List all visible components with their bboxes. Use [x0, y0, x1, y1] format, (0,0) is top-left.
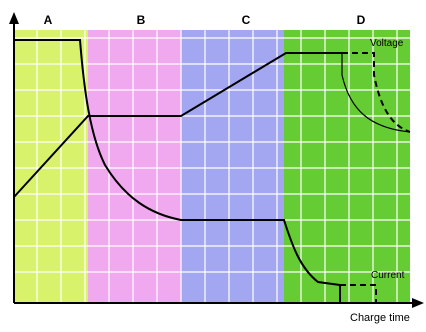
- zone-d-band: [284, 30, 410, 303]
- zone-a-label: A: [43, 13, 53, 27]
- y-axis-arrow: [9, 12, 19, 24]
- x-axis-label: Charge time: [350, 312, 410, 324]
- zone-a-band: [14, 30, 88, 303]
- voltage-curve-dashed: [342, 52, 411, 133]
- zone-d-label: D: [356, 13, 366, 27]
- zone-c-label: C: [241, 13, 251, 27]
- current-curve: [14, 39, 341, 303]
- x-axis-arrow: [412, 298, 424, 308]
- current-curve-dashed: [340, 284, 377, 303]
- voltage-curve: [13, 52, 342, 198]
- current-label: Current: [371, 270, 405, 281]
- voltage-decay-curve: [341, 53, 411, 133]
- zone-b-label: B: [136, 13, 146, 27]
- grid-lines: [14, 30, 410, 303]
- voltage-label: Voltage: [370, 38, 404, 49]
- zone-c-band: [181, 30, 284, 303]
- zone-b-band: [88, 30, 181, 303]
